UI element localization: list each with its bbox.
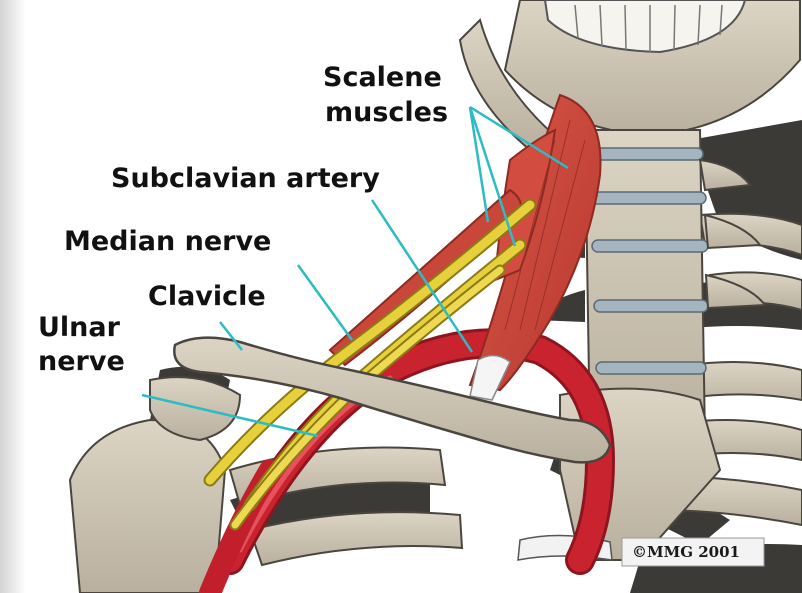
label-subclavian-artery: Subclavian artery <box>111 164 380 194</box>
label-median-nerve: Median nerve <box>64 227 271 257</box>
label-ulnar-line2: nerve <box>38 347 125 377</box>
leader-median <box>298 265 352 340</box>
label-clavicle: Clavicle <box>148 282 266 312</box>
label-scalene-line2: muscles <box>325 98 448 128</box>
label-scalene-line1: Scalene <box>323 63 442 93</box>
leader-scalene-2 <box>470 107 488 222</box>
copyright-text: ©MMG 2001 <box>632 543 740 561</box>
label-ulnar-line1: Ulnar <box>38 313 120 343</box>
skull-jaw <box>460 0 800 150</box>
